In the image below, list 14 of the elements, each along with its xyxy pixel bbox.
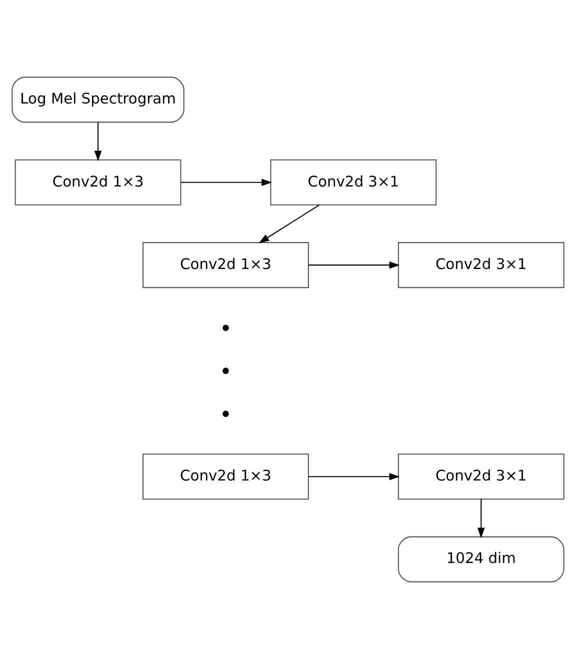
arrow <box>308 261 400 269</box>
node-box: Conv2d 3×1 <box>398 242 564 288</box>
node-box: Conv2d 3×1 <box>398 454 564 500</box>
arrow <box>258 204 320 244</box>
arrow <box>94 122 102 162</box>
node-box: Conv2d 1×3 <box>14 159 182 206</box>
node-box: Conv2d 1×3 <box>142 242 309 288</box>
arrow <box>477 499 485 538</box>
node-box: 1024 dim <box>398 536 564 582</box>
node-box: Log Mel Spectrogram <box>12 76 184 123</box>
arrow <box>308 472 400 480</box>
node-box: Conv2d 3×1 <box>270 159 437 206</box>
arrow <box>180 178 272 186</box>
node-box: Conv2d 1×3 <box>142 454 309 500</box>
